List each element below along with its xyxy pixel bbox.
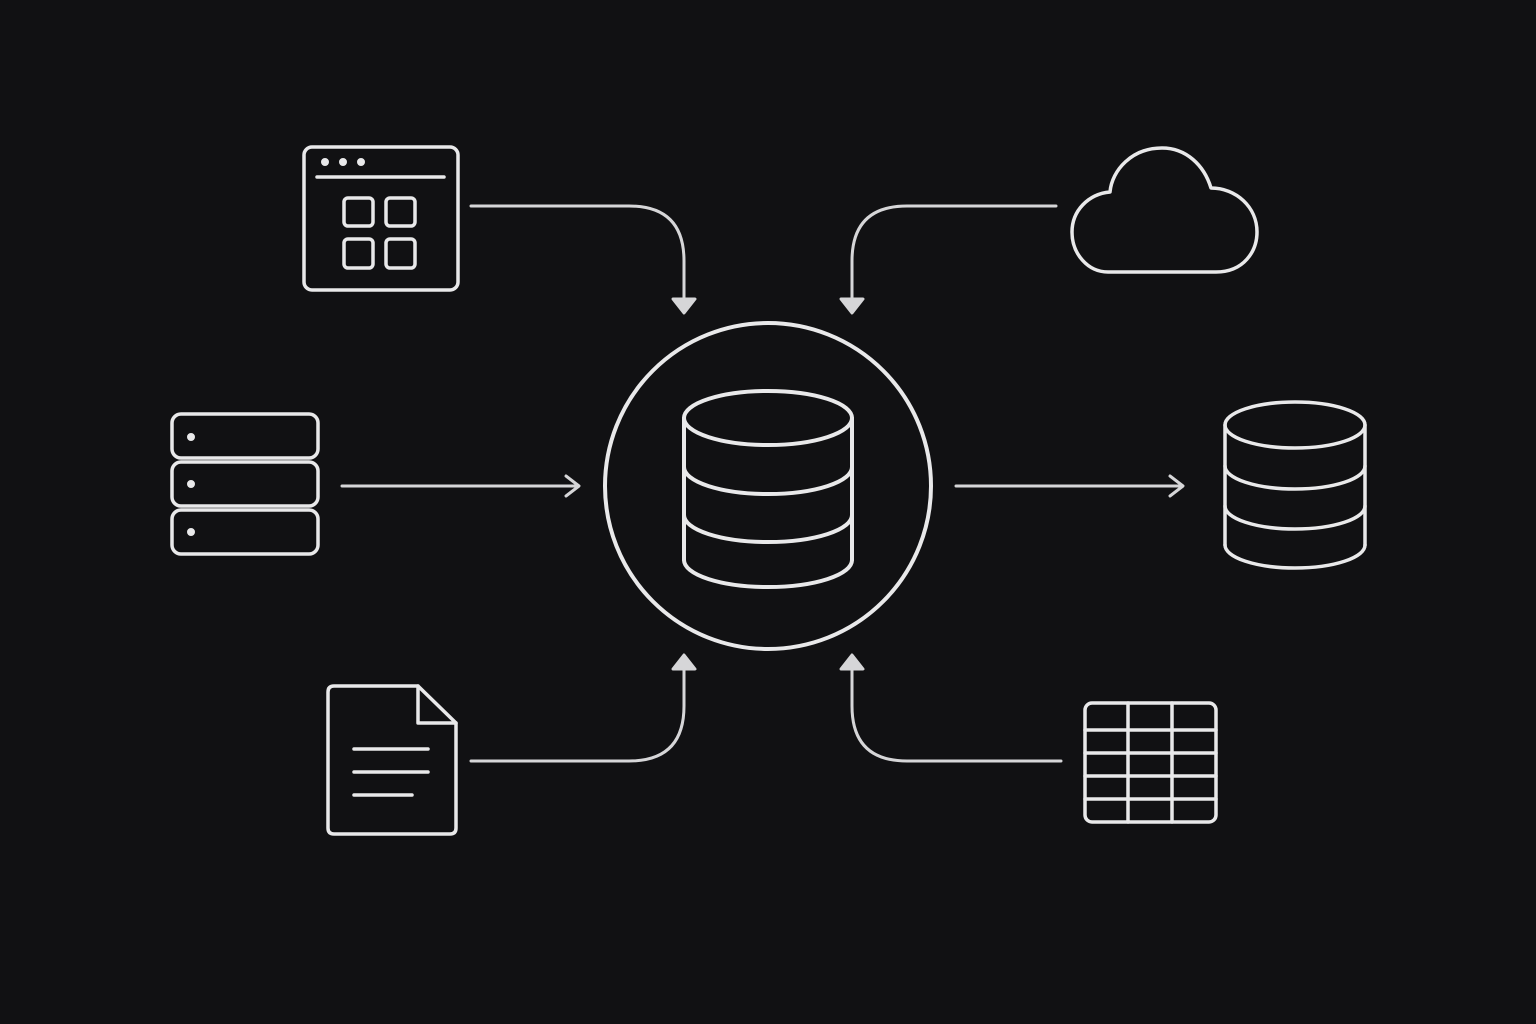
connector-line <box>469 204 686 314</box>
connector-hub-to-database <box>954 474 1185 498</box>
table-grid-icon <box>1083 701 1218 824</box>
arrowhead-down <box>839 297 865 315</box>
arrowhead-right <box>564 474 581 498</box>
node-cloud <box>1070 146 1259 274</box>
connector-server-to-hub <box>340 474 581 498</box>
arrowhead-up <box>839 653 865 671</box>
document-file-icon <box>326 684 458 836</box>
database-icon <box>682 389 854 589</box>
hub-node <box>603 321 933 651</box>
database-icon <box>1223 400 1367 570</box>
arrowhead-up <box>671 653 697 671</box>
connector-web-app-to-hub <box>469 204 697 315</box>
node-web-app <box>302 145 460 292</box>
node-document <box>326 684 458 836</box>
connector-line <box>850 654 1063 763</box>
arrowhead-down <box>671 297 697 315</box>
node-server <box>170 412 320 556</box>
server-rack-icon <box>170 412 320 556</box>
connector-document-to-hub <box>469 653 697 763</box>
cloud-icon <box>1070 146 1259 274</box>
arrowhead-right <box>1168 474 1185 498</box>
connector-line <box>850 204 1058 314</box>
node-database <box>1223 400 1367 570</box>
connector-line <box>469 654 686 763</box>
connector-spreadsheet-to-hub <box>839 653 1063 763</box>
connectors <box>340 204 1185 763</box>
browser-app-grid-icon <box>302 145 460 292</box>
hub-circle <box>603 321 933 651</box>
node-spreadsheet <box>1083 701 1218 824</box>
connector-cloud-to-hub <box>839 204 1058 315</box>
